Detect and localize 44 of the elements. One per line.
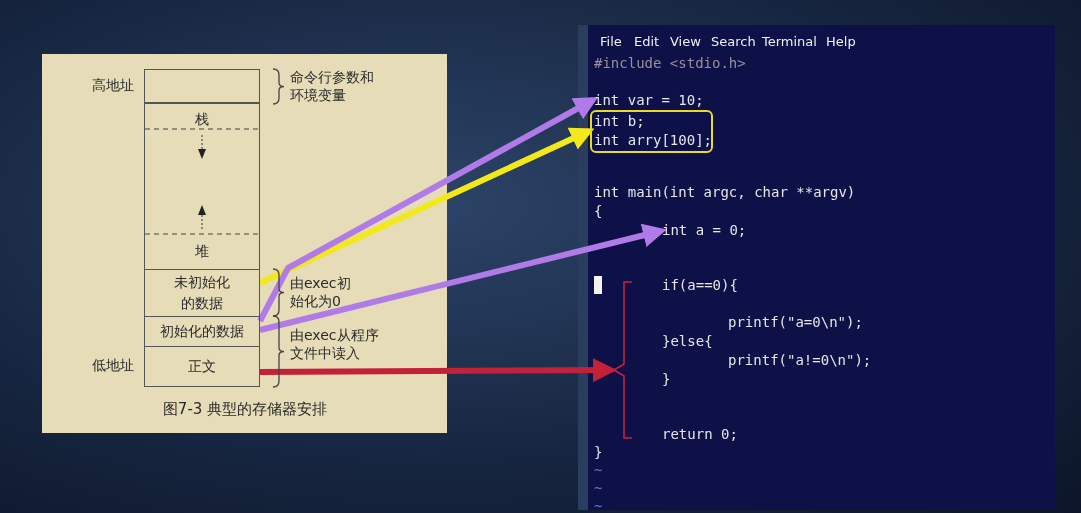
code-line: int var = 10; <box>594 91 704 110</box>
menu-item: View <box>670 34 701 49</box>
segment-label: 初始化的数据 <box>159 322 245 341</box>
arrow <box>257 97 599 323</box>
segment-label: 未初始化的数据 <box>173 273 231 313</box>
code-line: #include <stdio.h> <box>594 54 746 73</box>
memory-segment <box>144 346 260 387</box>
address-label: 低地址 <box>92 356 135 374</box>
address-label: 高地址 <box>92 76 135 94</box>
code-line: printf("a=0\n"); <box>728 313 863 332</box>
menu-item: Help <box>826 34 856 49</box>
code-line: { <box>594 202 603 221</box>
code-line: int a = 0; <box>662 221 747 240</box>
memory-segment <box>144 269 260 317</box>
code-line: } <box>594 443 603 462</box>
memory-segment <box>144 316 260 347</box>
code-line: return 0; <box>662 425 738 444</box>
code-line: int b; <box>594 112 645 131</box>
segment-label: 栈 <box>194 110 210 128</box>
tilde-marker: ~ <box>594 497 603 513</box>
memory-segment <box>144 69 260 103</box>
brace-note: 由exec初始化为0 <box>290 274 352 310</box>
figure-caption: 图7-3 典型的存储器安排 <box>161 400 329 419</box>
segment-label: 正文 <box>187 357 217 376</box>
arrow <box>260 358 617 383</box>
menu-item: Terminal <box>762 34 817 49</box>
memory-segment <box>144 103 260 270</box>
tilde-marker: ~ <box>594 479 603 498</box>
arrow <box>258 127 595 286</box>
code-line: if(a==0){ <box>662 276 738 295</box>
code-line: } <box>662 370 671 389</box>
menu-item: File <box>600 34 622 49</box>
menu-item: Edit <box>634 34 660 49</box>
brace-note: 命令行参数和环境变量 <box>290 68 375 104</box>
tilde-marker: ~ <box>594 461 603 480</box>
code-line: }else{ <box>662 332 713 351</box>
code-line: int main(int argc, char **argv) <box>594 183 856 202</box>
menu-item: Search <box>711 34 756 49</box>
segment-label: 堆 <box>194 242 210 260</box>
brace-note: 由exec从程序文件中读入 <box>290 326 380 362</box>
code-line: int arry[100]; <box>594 131 712 150</box>
highlight-box <box>590 110 713 153</box>
arrow <box>259 223 667 333</box>
code-line: printf("a!=0\n"); <box>728 351 872 370</box>
